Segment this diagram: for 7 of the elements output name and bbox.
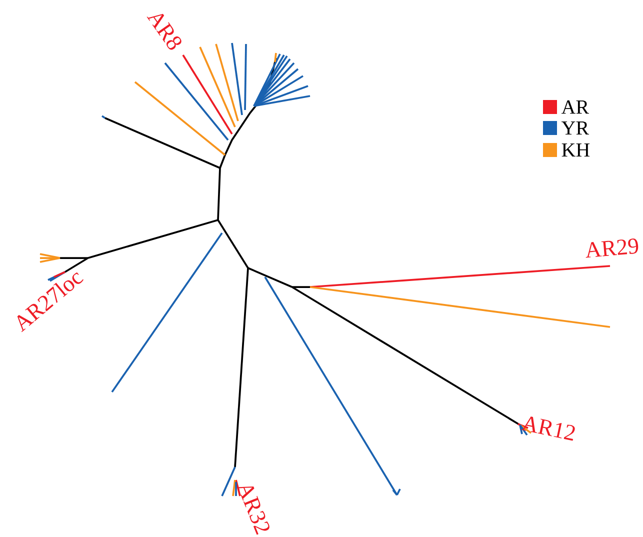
legend-item: AR xyxy=(543,100,589,114)
leaf-label: AR8 xyxy=(146,14,182,50)
leaf-label: AR32 xyxy=(237,486,270,535)
legend-item: KH xyxy=(543,143,590,157)
leaf-label: AR12 xyxy=(521,416,575,441)
legend-item: YR xyxy=(543,121,589,135)
leaf-label: AR29 xyxy=(586,238,638,258)
